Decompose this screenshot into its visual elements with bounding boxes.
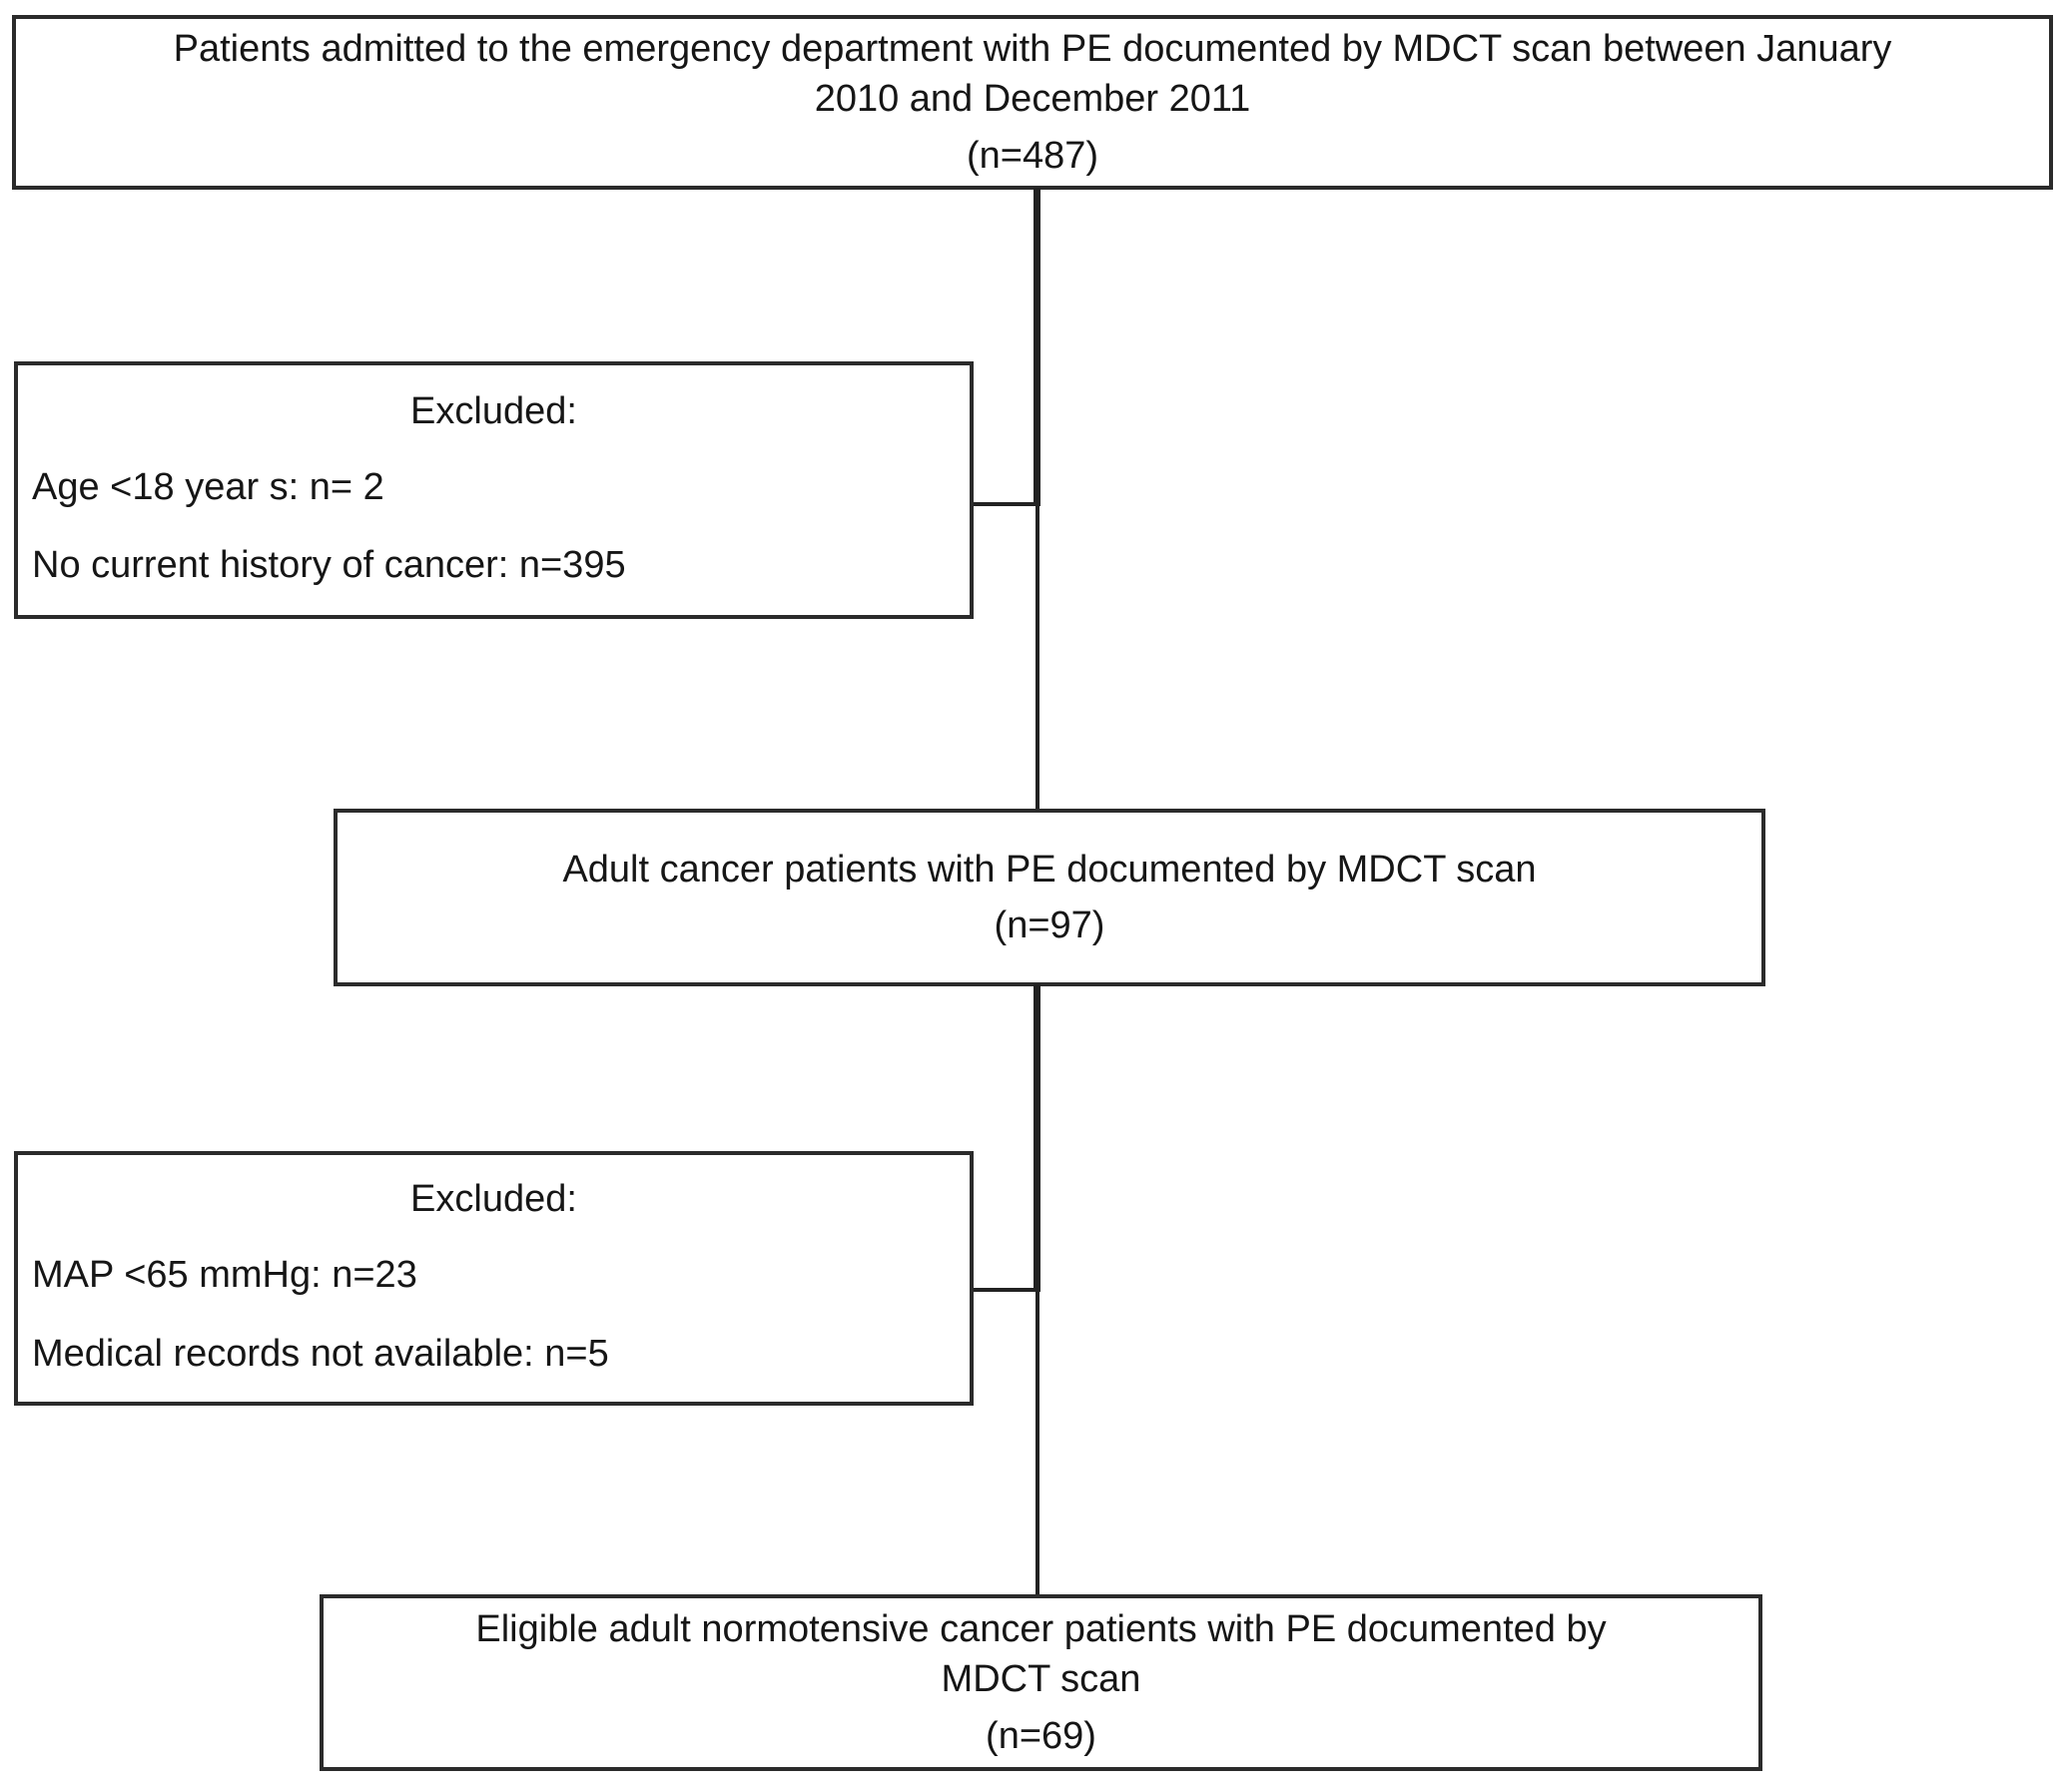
connector-junction2-to-bottom-line [1035,1290,1039,1598]
excluded1-title: Excluded: [410,389,577,432]
excluded2-title: Excluded: [410,1178,577,1221]
eligible-patients-text-line1: Eligible adult normotensive cancer patie… [475,1608,1607,1651]
connector-excluded2-elbow-line [972,1288,1037,1292]
connector-excluded1-elbow-line [972,502,1037,506]
excluded2-item-map: MAP <65 mmHg: n=23 [32,1254,417,1297]
admitted-patients-count: (n=487) [966,134,1099,177]
excluded-box-1: Excluded: Age <18 year s: n= 2 No curren… [14,361,974,619]
flow-box-admitted-patients: Patients admitted to the emergency depar… [12,15,2053,190]
flow-box-eligible-patients: Eligible adult normotensive cancer patie… [320,1594,1762,1771]
admitted-patients-text-line1: Patients admitted to the emergency depar… [173,28,1892,71]
connector-junction1-to-middle-line [1035,504,1039,813]
connector-top-to-junction1-line [1034,188,1040,506]
eligible-patients-count: (n=69) [986,1714,1096,1757]
excluded2-item-records: Medical records not available: n=5 [32,1332,609,1375]
admitted-patients-text-line2: 2010 and December 2011 [814,78,1251,121]
adult-cancer-patients-count: (n=97) [994,904,1105,946]
adult-cancer-patients-text: Adult cancer patients with PE documented… [562,848,1537,891]
excluded1-item-no-cancer-history: No current history of cancer: n=395 [32,544,626,587]
eligible-patients-text-line2: MDCT scan [941,1658,1141,1701]
excluded1-item-age: Age <18 year s: n= 2 [32,465,384,508]
excluded-box-2: Excluded: MAP <65 mmHg: n=23 Medical rec… [14,1151,974,1406]
flow-box-adult-cancer-patients: Adult cancer patients with PE documented… [334,809,1765,986]
connector-middle-to-junction2-line [1034,984,1040,1292]
